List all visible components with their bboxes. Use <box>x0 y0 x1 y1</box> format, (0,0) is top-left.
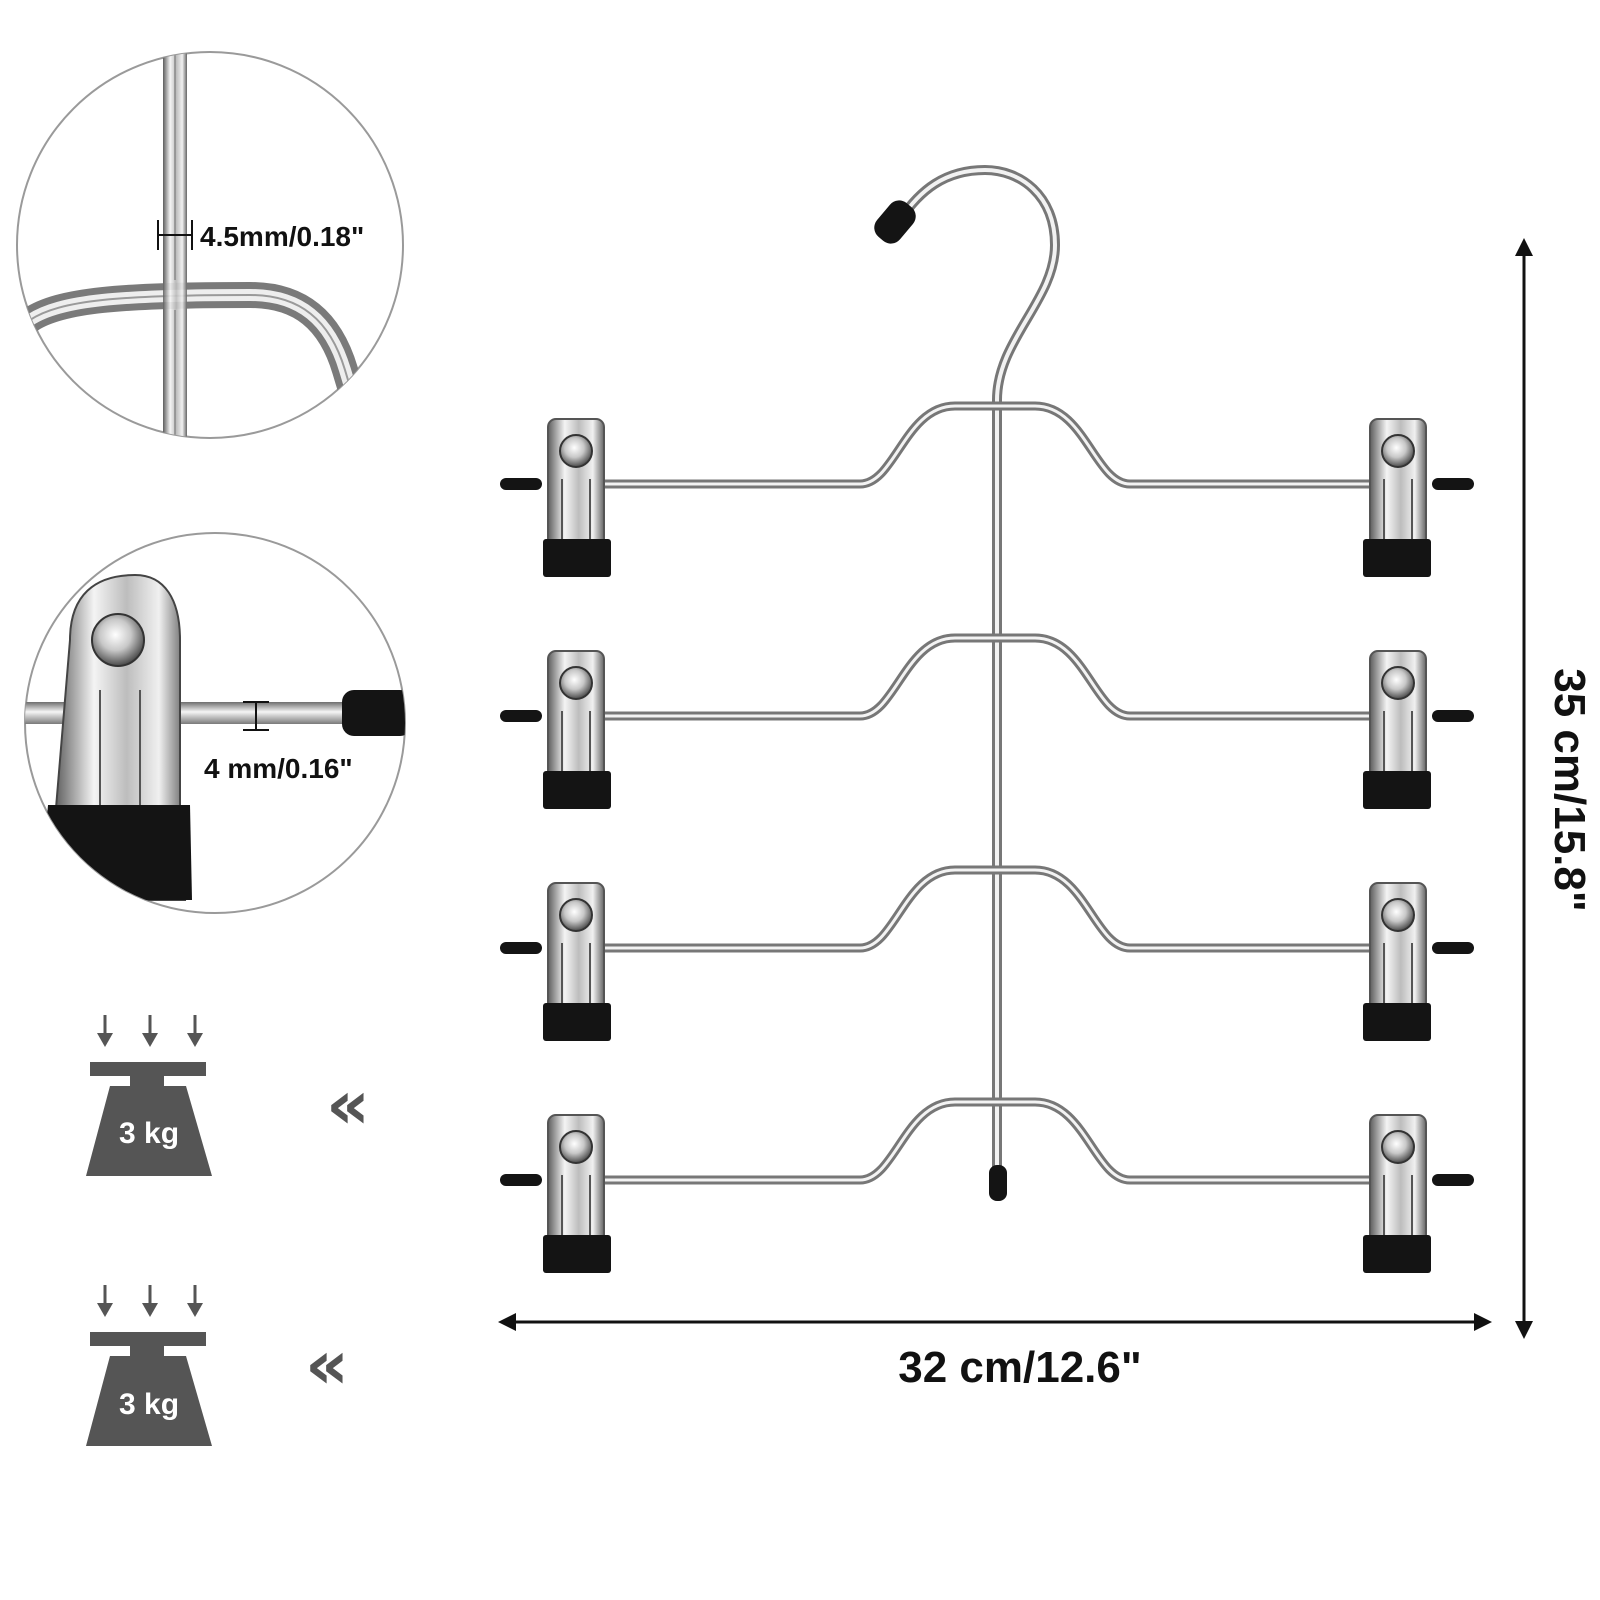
hook-thickness-detail: 4.5mm/0.18" <box>16 51 404 439</box>
tier-bar <box>604 638 1370 716</box>
left-clip <box>499 882 612 1042</box>
bar-thickness-detail: 4 mm/0.16" <box>24 532 406 914</box>
weight-capacity-2: 3 kg « <box>86 1285 349 1446</box>
tier-bar-highlight <box>602 1100 1372 1182</box>
weight-icon <box>86 1062 212 1176</box>
tier-bar-highlight <box>602 868 1372 950</box>
bar-thickness-label: 4 mm/0.16" <box>204 753 353 784</box>
left-clip <box>499 418 612 578</box>
height-label: 35 cm/15.8" <box>1545 668 1594 911</box>
stem-end-cap <box>989 1165 1007 1201</box>
width-dimension: 32 cm/12.6" <box>498 1313 1492 1392</box>
right-clip <box>1362 882 1475 1042</box>
double-chevron-left-icon: « <box>305 1326 349 1405</box>
hook-tip-cap <box>874 200 916 244</box>
height-dimension: 35 cm/15.8" <box>1515 238 1594 1339</box>
down-arrows-icon <box>97 1015 203 1047</box>
hanger-hook <box>895 164 1061 1185</box>
bar-thickness-marker <box>243 701 269 731</box>
tier-bar <box>604 870 1370 948</box>
hanger-tier <box>499 1100 1475 1274</box>
hanger-tier <box>499 868 1475 1042</box>
tier-bar <box>604 406 1370 484</box>
left-clip <box>499 650 612 810</box>
down-arrows-icon <box>97 1285 203 1317</box>
weight-label: 3 kg <box>119 1117 179 1150</box>
hook-thickness-marker <box>157 220 193 250</box>
hook-thickness-label: 4.5mm/0.18" <box>200 221 364 252</box>
hanger-tier <box>499 636 1475 810</box>
right-clip <box>1362 650 1475 810</box>
tier-bar-highlight <box>602 404 1372 486</box>
width-label: 32 cm/12.6" <box>898 1343 1141 1392</box>
left-clip <box>499 1114 612 1274</box>
tier-bar-highlight <box>602 636 1372 718</box>
hanger-tier <box>499 404 1475 578</box>
right-clip <box>1362 1114 1475 1274</box>
weight-label: 3 kg <box>119 1388 179 1421</box>
weight-icon <box>86 1332 212 1446</box>
right-clip <box>1362 418 1475 578</box>
double-chevron-left-icon: « <box>326 1066 370 1145</box>
tier-bar <box>604 1102 1370 1180</box>
weight-capacity-1: 3 kg « <box>86 1015 370 1176</box>
hanger <box>499 164 1475 1274</box>
